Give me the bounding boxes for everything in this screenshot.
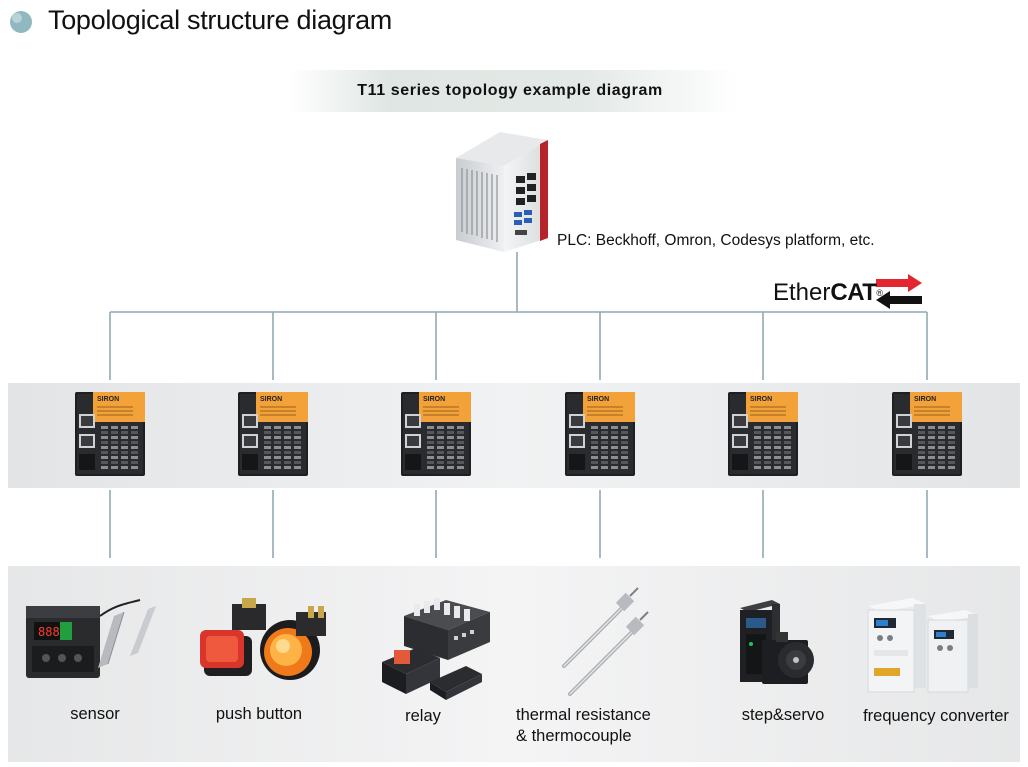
io-module-5: SIRON xyxy=(728,392,798,476)
device-label-step-servo: step&servo xyxy=(723,705,843,726)
ethercat-arrows-icon xyxy=(876,274,922,309)
thermal-resistance-icon xyxy=(562,587,649,696)
relay-icon xyxy=(382,598,490,700)
device-label-line: thermal resistance xyxy=(516,706,651,724)
device-label-sensor: sensor xyxy=(40,704,150,725)
device-label-relay: relay xyxy=(373,706,473,727)
device-label-push-button: push button xyxy=(199,704,319,725)
io-module-2: SIRON xyxy=(238,392,308,476)
device-band xyxy=(8,566,1020,762)
device-label-line: step&servo xyxy=(741,706,825,724)
io-module-brand: SIRON xyxy=(260,396,282,403)
subtitle-band xyxy=(290,70,740,112)
page-title: Topological structure diagram xyxy=(48,5,392,35)
plc-icon xyxy=(456,132,548,252)
io-module-1: SIRON xyxy=(75,392,145,476)
device-label-thermal-resistance: thermal resistance & thermocouple xyxy=(516,705,686,747)
module-band xyxy=(8,383,1020,488)
io-module-brand: SIRON xyxy=(97,396,119,403)
bus-lines xyxy=(109,252,928,558)
io-modules: SIRON SIRON SIRON SIRON SIRON SIRON xyxy=(75,392,962,476)
diagram-subtitle: T11 series topology example diagram xyxy=(357,82,663,99)
io-module-brand: SIRON xyxy=(914,396,936,403)
io-module-brand: SIRON xyxy=(750,396,772,403)
title-bullet-icon xyxy=(10,11,32,33)
plc-label: PLC: Beckhoff, Omron, Codesys platform, … xyxy=(557,232,875,249)
device-label-line: sensor xyxy=(70,705,120,723)
ethercat-logo: EtherCAT® xyxy=(773,278,883,308)
ethercat-logo-cat: CAT xyxy=(830,279,877,306)
svg-text:888: 888 xyxy=(38,625,60,639)
device-label-line: frequency converter xyxy=(863,707,1009,725)
io-module-4: SIRON xyxy=(565,392,635,476)
device-label-frequency-converter: frequency converter xyxy=(852,706,1020,727)
ethercat-logo-ether: Ether xyxy=(773,279,831,306)
frequency-converter-icon xyxy=(867,598,978,693)
device-label-line: relay xyxy=(405,707,441,725)
step-servo-icon xyxy=(740,600,814,684)
io-module-6: SIRON xyxy=(892,392,962,476)
sensor-icon: 888 xyxy=(26,599,156,678)
io-module-brand: SIRON xyxy=(423,396,445,403)
ethercat-logo-registered: ® xyxy=(876,288,884,298)
push-button-icon xyxy=(200,598,326,680)
io-module-3: SIRON xyxy=(401,392,471,476)
device-label-line-2: & thermocouple xyxy=(516,727,632,745)
io-module-brand: SIRON xyxy=(587,396,609,403)
device-label-line: push button xyxy=(215,705,303,723)
